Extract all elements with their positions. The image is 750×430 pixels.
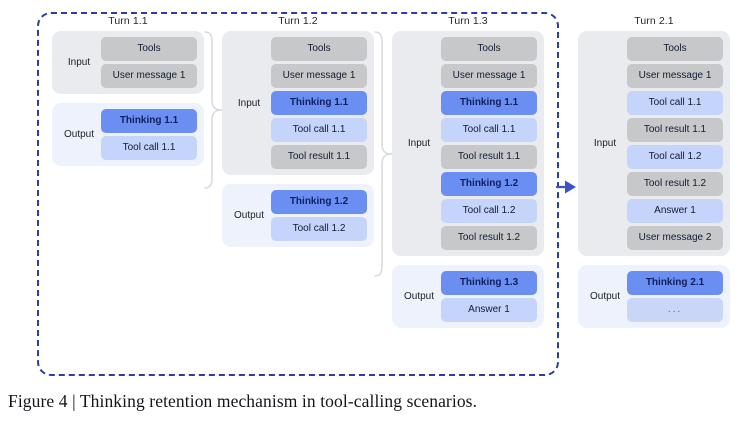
chip-answer: Answer 1 (627, 199, 723, 223)
group-label: Input (407, 138, 431, 149)
turn-title: Turn 2.1 (634, 15, 674, 27)
chip-ellipsis: ... (627, 298, 723, 322)
group-label: Input (593, 138, 617, 149)
connector-turn-1-3-to-2-1-arrow (555, 178, 580, 196)
chip-tool: Tools (271, 37, 367, 61)
turn-title: Turn 1.3 (448, 15, 488, 27)
chip-tool: Tool result 1.1 (627, 118, 723, 142)
group-label: Output (403, 291, 435, 302)
turn-4-output-group: Output Thinking 2.1... (578, 265, 730, 328)
turn-title: Turn 1.1 (108, 15, 148, 27)
chip-call: Tool call 1.1 (627, 91, 723, 115)
chip-call: Tool call 1.1 (441, 118, 537, 142)
chip-thinking: Thinking 1.2 (441, 172, 537, 196)
chip-thinking: Thinking 2.1 (627, 271, 723, 295)
chip-tool: User message 1 (441, 64, 537, 88)
chip-call: Tool call 1.2 (627, 145, 723, 169)
chip-tool: Tools (627, 37, 723, 61)
chip-call: Tool call 1.1 (271, 118, 367, 142)
group-label: Input (67, 57, 91, 68)
group-label: Output (63, 129, 95, 140)
chip-thinking: Thinking 1.2 (271, 190, 367, 214)
chip-tool: Tools (441, 37, 537, 61)
turn-title: Turn 1.2 (278, 15, 318, 27)
chip-tool: User message 1 (627, 64, 723, 88)
chip-call: Tool call 1.2 (441, 199, 537, 223)
chip-tool: Tool result 1.2 (627, 172, 723, 196)
group-label: Input (237, 97, 261, 109)
figure-caption: Figure 4 | Thinking retention mechanism … (8, 391, 478, 411)
chip-thinking: Thinking 1.1 (101, 109, 197, 133)
chip-thinking: Thinking 1.1 (271, 91, 367, 115)
chip-tool: User message 1 (271, 64, 367, 88)
chip-tool: Tool result 1.2 (441, 226, 537, 250)
chip-tool: Tools (101, 37, 197, 61)
chip-thinking: Thinking 1.1 (441, 91, 537, 115)
chip-stack: Thinking 2.1... (627, 271, 723, 322)
group-label: Output (233, 210, 265, 221)
chip-tool: User message 1 (101, 64, 197, 88)
group-label: Output (589, 291, 621, 302)
chip-answer: Answer 1 (441, 298, 537, 322)
chip-tool: Tool result 1.1 (441, 145, 537, 169)
chip-tool: User message 2 (627, 226, 723, 250)
chip-thinking: Thinking 1.3 (441, 271, 537, 295)
chip-call: Tool call 1.1 (101, 136, 197, 160)
chip-tool: Tool result 1.1 (271, 145, 367, 169)
chip-call: Tool call 1.2 (271, 217, 367, 241)
